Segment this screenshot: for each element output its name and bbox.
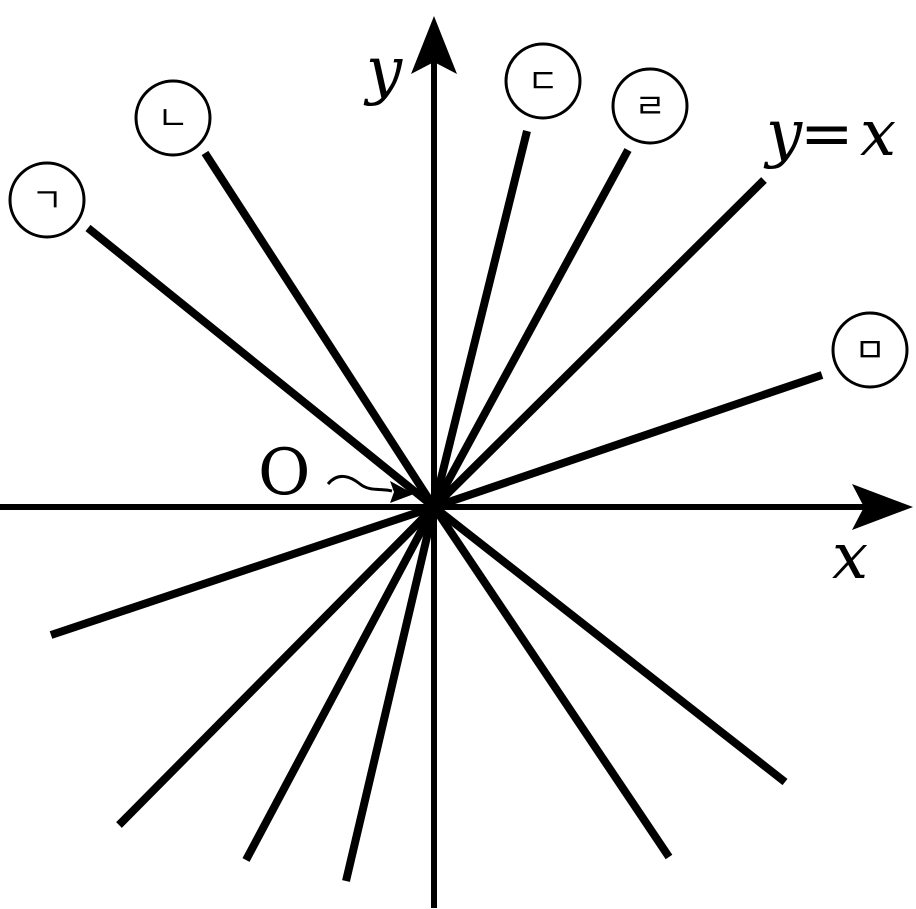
line-marker-mieum: ㅁ (831, 311, 909, 389)
line-nieun (201, 150, 438, 510)
line-marker-giyeok: ㄱ (8, 161, 86, 239)
origin-pointer-arrow (326, 475, 393, 493)
line-marker-rieul-text: ㄹ (634, 87, 665, 127)
line-marker-nieun-text: ㄴ (157, 99, 188, 139)
line-mieum (432, 371, 824, 511)
line-marker-giyeok-text: ㄱ (31, 181, 62, 221)
line-mieum-lower (49, 503, 436, 639)
origin-pointer-arrowhead (390, 481, 414, 503)
line-marker-digeut-text: ㄷ (527, 62, 558, 102)
line-y-equals-x (431, 177, 767, 510)
x-axis-arrowhead (852, 484, 913, 530)
x-axis-label: x (832, 520, 868, 594)
origin-label: O (258, 436, 310, 510)
line-giyeok-lower (431, 503, 788, 786)
line-rieul-lower (242, 505, 438, 862)
reference-line-label: y = x (763, 97, 896, 171)
line-rieul (430, 148, 632, 509)
line-marker-rieul: ㄹ (611, 67, 689, 145)
line-giyeok (85, 224, 437, 511)
reference-line-label-x: x (860, 97, 896, 171)
line-marker-nieun: ㄴ (134, 79, 212, 157)
reference-line-label-equals: = (800, 97, 854, 171)
y-axis-label: y (363, 34, 403, 108)
line-digeut-lower (342, 506, 438, 882)
reference-line-label-y: y (763, 97, 803, 171)
line-y-equals-x-lower (116, 504, 437, 828)
line-marker-digeut: ㄷ (504, 42, 582, 120)
line-marker-mieum-text: ㅁ (854, 331, 885, 371)
line-digeut (430, 130, 531, 508)
y-axis-arrowhead (411, 16, 457, 74)
line-nieun-lower (430, 504, 673, 860)
